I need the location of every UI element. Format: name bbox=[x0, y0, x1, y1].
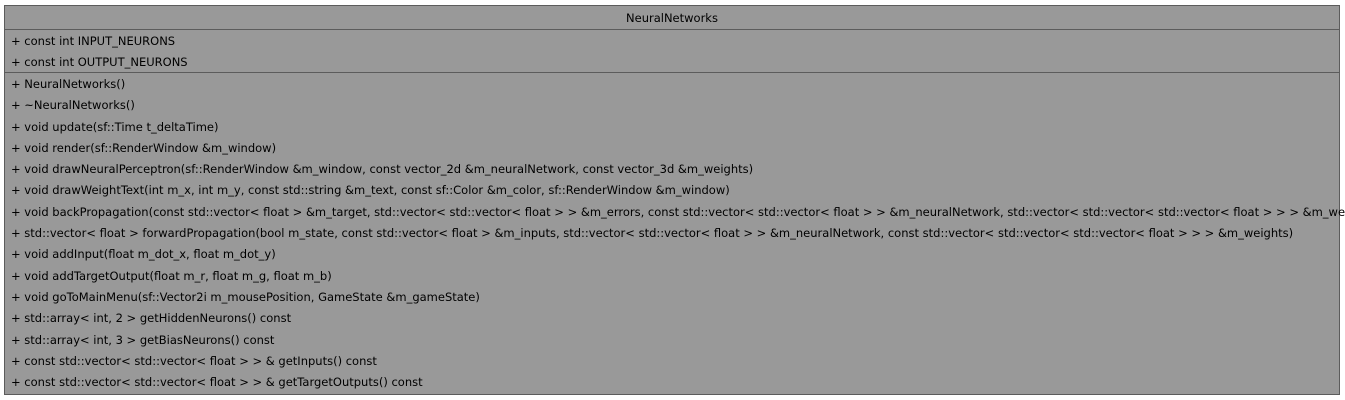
attribute-item: + const int OUTPUT_NEURONS bbox=[11, 55, 188, 70]
attribute-item: + const int INPUT_NEURONS bbox=[11, 34, 176, 48]
uml-class-box: NeuralNetworks + const int INPUT_NEURONS… bbox=[4, 5, 1345, 395]
operation-item: + void addTargetOutput(float m_r, float … bbox=[11, 268, 332, 283]
operation-item: + void update(sf::Time t_deltaTime) bbox=[11, 119, 219, 134]
operation-item: + const std::vector< std::vector< float … bbox=[11, 375, 423, 390]
operation-item: + void goToMainMenu(sf::Vector2i m_mouse… bbox=[11, 289, 480, 304]
attributes-section: + const int INPUT_NEURONS + const int OU… bbox=[5, 30, 1339, 73]
operation-item: + void addInput(float m_dot_x, float m_d… bbox=[11, 247, 276, 262]
operation-item: + std::array< int, 2 > getHiddenNeurons(… bbox=[11, 311, 292, 326]
operation-item: + void render(sf::RenderWindow &m_window… bbox=[11, 140, 277, 155]
operation-item: + const std::vector< std::vector< float … bbox=[11, 353, 377, 368]
operation-item: + std::array< int, 3 > getBiasNeurons() … bbox=[11, 332, 275, 347]
operation-item: + void drawNeuralPerceptron(sf::RenderWi… bbox=[11, 162, 754, 177]
operation-item: + ~NeuralNetworks() bbox=[11, 98, 135, 113]
operations-section: + NeuralNetworks() + ~NeuralNetworks() +… bbox=[5, 73, 1345, 393]
operation-item: + void drawWeightText(int m_x, int m_y, … bbox=[11, 183, 730, 198]
operation-item: + NeuralNetworks() bbox=[11, 77, 126, 91]
operation-item: + std::vector< float > forwardPropagatio… bbox=[11, 226, 1294, 241]
operation-item: + void backPropagation(const std::vector… bbox=[11, 204, 1345, 219]
class-name: NeuralNetworks bbox=[5, 6, 1339, 30]
